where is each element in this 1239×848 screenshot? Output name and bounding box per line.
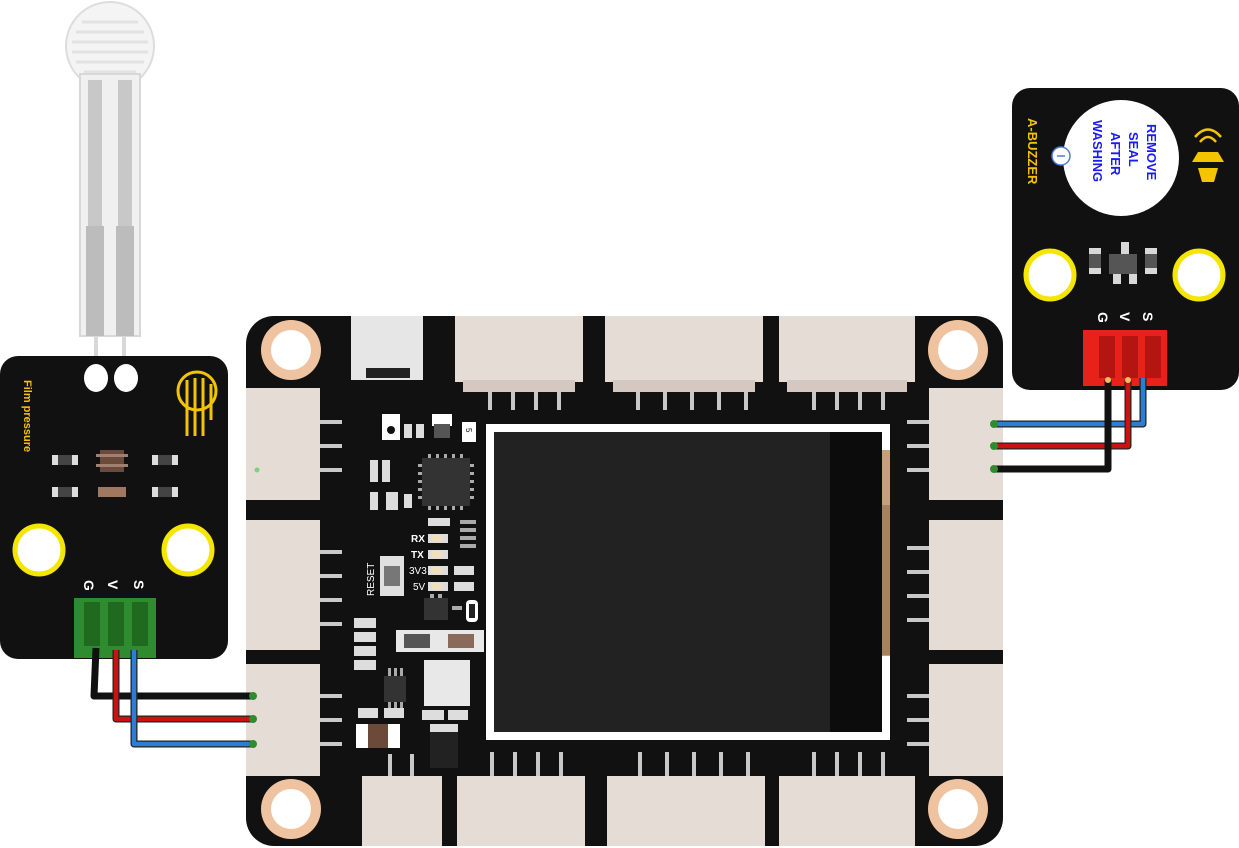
sensor-wires (90, 647, 257, 748)
wire-signal (994, 378, 1147, 428)
corner-mount-holes (261, 320, 988, 839)
mount-hole (1172, 248, 1226, 302)
power-components (354, 594, 484, 768)
chip-mark: 5 (464, 428, 473, 433)
lcd-screen (486, 424, 890, 740)
mount-hole (161, 523, 215, 577)
wire-gnd (90, 647, 253, 700)
right-connectors[interactable] (907, 388, 1003, 776)
status-leds: RX TX 3V3 5V (409, 534, 474, 593)
buzzer-module: A-BUZZER REMOVE SEAL AFTER WASHING G V S (1012, 88, 1239, 390)
pin-label-s: S (131, 580, 147, 589)
pin-label-g: G (1095, 312, 1111, 323)
led-label-5v: 5V (413, 582, 426, 593)
sensor-title: Film pressure (21, 380, 33, 452)
sensor-board (0, 356, 228, 659)
pressure-film (65, 1, 155, 368)
seal-line-1: REMOVE (1144, 124, 1159, 181)
led-label-rx: RX (411, 534, 425, 545)
bottom-connectors[interactable] (362, 752, 915, 846)
buzzer-pin-header[interactable] (1083, 330, 1167, 386)
solder-pad (114, 364, 138, 392)
buzzer-body (1063, 100, 1179, 216)
left-connectors[interactable] (246, 388, 342, 776)
reset-button[interactable] (380, 556, 404, 596)
pin-label-v: V (105, 580, 121, 590)
led-label-3v3: 3V3 (409, 566, 427, 577)
usb-c-port[interactable] (351, 316, 423, 380)
seal-line-3: AFTER (1108, 132, 1123, 176)
pin-label-s: S (1140, 312, 1156, 321)
buzzer-wires (990, 377, 1147, 473)
fsr-logo-icon (176, 370, 218, 436)
wire-gnd (994, 380, 1112, 473)
buzzer-components (1089, 242, 1157, 284)
wire-signal (130, 650, 253, 748)
seal-line-2: SEAL (1126, 132, 1141, 167)
led-label-tx: TX (411, 550, 424, 561)
pin-label-g: G (81, 580, 97, 591)
seal-line-4: WASHING (1090, 120, 1105, 182)
top-connectors[interactable] (455, 316, 915, 410)
film-pressure-sensor: Film pressure G V S (0, 1, 228, 659)
onboard-components: 5 (370, 414, 476, 548)
pin-label-v: V (1117, 312, 1133, 322)
buzzer-title: A-BUZZER (1025, 118, 1040, 185)
mount-hole (1023, 248, 1077, 302)
mount-hole (12, 523, 66, 577)
main-controller-board: 5 RX TX 3V3 5V RESET (246, 316, 1003, 846)
wire-vcc (112, 650, 253, 723)
sensor-components (52, 450, 178, 497)
wire-vcc (994, 380, 1132, 450)
sensor-pin-header[interactable] (74, 598, 156, 658)
speaker-icon (1192, 128, 1224, 182)
reset-label: RESET (366, 563, 377, 596)
solder-pad (84, 364, 108, 392)
